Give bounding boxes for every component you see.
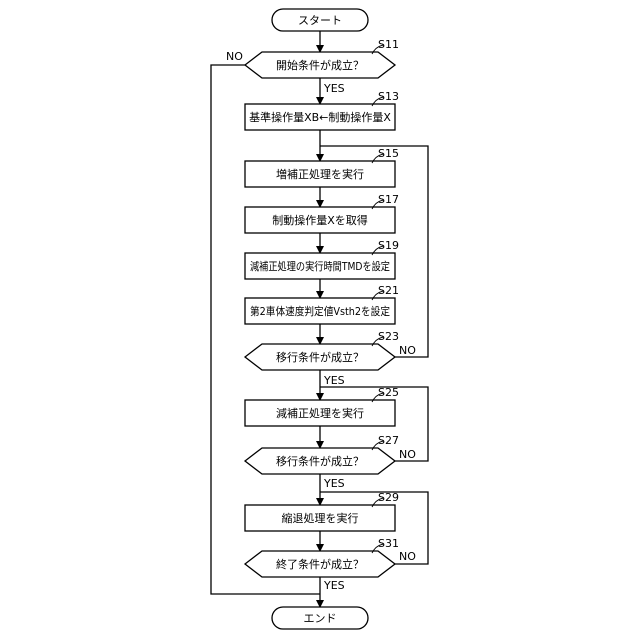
s31-yes-label: YES <box>323 579 345 592</box>
s19-text: 減補正処理の実行時間TMDを設定 <box>250 259 390 273</box>
s11-yes-label: YES <box>323 82 345 95</box>
start-label: スタート <box>298 14 342 27</box>
s23-no-label: NO <box>399 344 416 357</box>
s27-no-label: NO <box>399 448 416 461</box>
s27-text: 移行条件が成立？ <box>276 454 364 468</box>
s31-id: S31 <box>378 537 399 550</box>
s23-id: S23 <box>378 330 399 343</box>
end-label: エンド <box>304 612 337 625</box>
s23-yes-label: YES <box>323 374 345 387</box>
s15-id: S15 <box>378 147 399 160</box>
s11-no-label: NO <box>226 50 243 63</box>
s29-id: S29 <box>378 491 399 504</box>
s25-text: 減補正処理を実行 <box>276 406 364 420</box>
s13-id: S13 <box>378 90 399 103</box>
s15-text: 増補正処理を実行 <box>276 167 364 181</box>
s27-id: S27 <box>378 434 399 447</box>
s11-text: 開始条件が成立？ <box>276 58 364 72</box>
s17-id: S17 <box>378 193 399 206</box>
s29-text: 縮退処理を実行 <box>282 511 359 525</box>
s17-text: 制動操作量Xを取得 <box>272 213 368 227</box>
s11-id: S11 <box>378 38 399 51</box>
s21-text: 第2車体速度判定値Vsth2を設定 <box>250 304 390 318</box>
s31-text: 終了条件が成立？ <box>276 557 364 571</box>
s31-no-label: NO <box>399 550 416 563</box>
s23-text: 移行条件が成立？ <box>276 350 364 364</box>
s21-id: S21 <box>378 284 399 297</box>
s27-yes-label: YES <box>323 477 345 490</box>
s13-text: 基準操作量XB←制動操作量X <box>249 110 391 124</box>
s19-id: S19 <box>378 239 399 252</box>
s25-id: S25 <box>378 386 399 399</box>
